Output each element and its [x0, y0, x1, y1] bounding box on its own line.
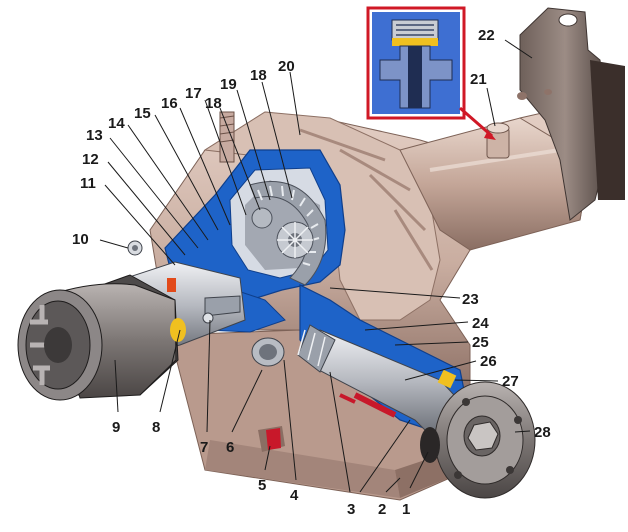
- callout-23: 23: [462, 291, 479, 308]
- callout-18-right: 18: [250, 67, 267, 84]
- callout-28: 28: [534, 424, 551, 441]
- callout-13: 13: [86, 127, 103, 144]
- callout-2: 2: [378, 501, 386, 518]
- callout-21: 21: [470, 71, 487, 88]
- callout-27: 27: [502, 373, 519, 390]
- callout-9: 9: [112, 419, 120, 436]
- pinion-shaft: [297, 324, 471, 446]
- callout-6: 6: [226, 439, 234, 456]
- callout-8: 8: [152, 419, 160, 436]
- ring-gear: [249, 181, 327, 286]
- inset-breather-detail: [366, 6, 466, 120]
- callout-7: 7: [200, 439, 208, 456]
- callout-15: 15: [134, 105, 151, 122]
- callout-22: 22: [478, 27, 495, 44]
- callout-25: 25: [472, 334, 489, 351]
- bearing-assembly-left: [127, 111, 285, 367]
- callout-3: 3: [347, 501, 355, 518]
- callout-26: 26: [480, 353, 497, 370]
- callout-4: 4: [290, 487, 299, 504]
- leader-lines: [99, 39, 533, 493]
- callout-1: 1: [402, 501, 410, 518]
- callout-labels: 1 2 3 4 5 6 7 8 9 10 11 12 13 14 15 16 1…: [72, 27, 551, 518]
- callout-18-left: 18: [205, 95, 222, 112]
- differential-gears: [251, 207, 314, 259]
- callout-16: 16: [161, 95, 178, 112]
- callout-11: 11: [80, 175, 96, 192]
- pinion-flange: [420, 381, 536, 499]
- callout-10: 10: [72, 231, 89, 248]
- callout-19: 19: [220, 76, 237, 93]
- axle-shaft-left: [17, 261, 246, 401]
- callout-12: 12: [82, 151, 99, 168]
- callout-14: 14: [108, 115, 125, 132]
- callout-24: 24: [472, 315, 489, 332]
- callout-5: 5: [258, 477, 266, 494]
- drain-plug: [258, 426, 285, 452]
- callout-20: 20: [278, 58, 295, 75]
- callout-17: 17: [185, 85, 202, 102]
